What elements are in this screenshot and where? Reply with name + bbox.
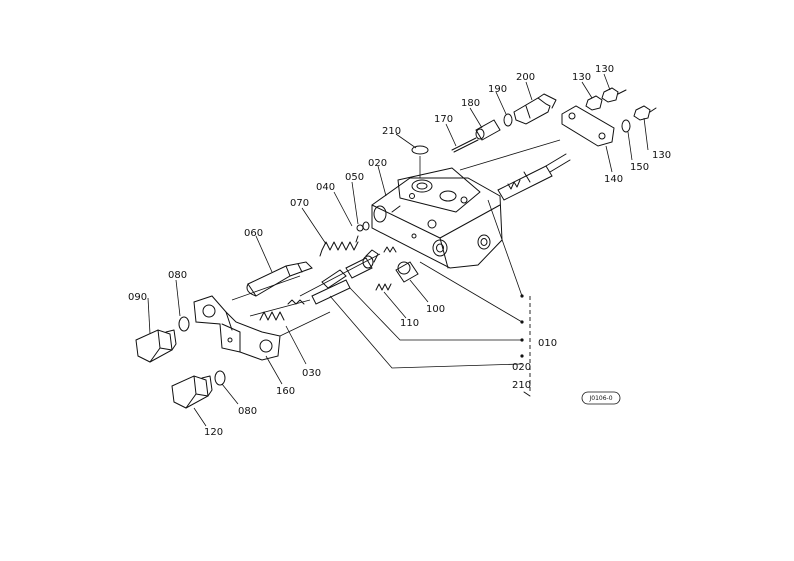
label-090: 090	[128, 292, 147, 303]
label-070: 070	[290, 198, 309, 209]
small-spring	[383, 246, 397, 253]
label-110: 110	[400, 318, 419, 329]
part-200-fitting	[513, 93, 557, 125]
label-150: 150	[630, 162, 649, 173]
label-190: 190	[488, 84, 507, 95]
label-120: 120	[204, 427, 223, 438]
part-spool	[311, 249, 379, 305]
label-010: 010	[538, 338, 557, 349]
label-180: 180	[461, 98, 480, 109]
relief-valve-assembly	[497, 153, 571, 201]
label-080-lower: 080	[238, 406, 257, 417]
label-140: 140	[604, 174, 623, 185]
part-210-ring-top	[411, 145, 429, 155]
part-120-plug	[171, 375, 213, 409]
label-210-bottom: 210	[512, 380, 531, 391]
callout-leaders	[147, 73, 649, 427]
label-170: 170	[434, 114, 453, 125]
drawing-stamp: J0106-0	[581, 391, 621, 405]
part-190-ring	[503, 113, 513, 127]
label-050: 050	[345, 172, 364, 183]
part-100-cap	[395, 261, 419, 283]
label-080-upper: 080	[168, 270, 187, 281]
assembly-leader-lines	[231, 139, 561, 397]
label-020-bottom: 020	[512, 362, 531, 373]
label-060: 060	[244, 228, 263, 239]
drawing-stamp-text: J0106-0	[588, 395, 612, 402]
part-080-oring-upper	[178, 316, 190, 332]
label-160: 160	[276, 386, 295, 397]
part-170-stud	[451, 137, 479, 153]
part-040-050-seat	[356, 221, 370, 232]
part-070-spring	[319, 235, 359, 257]
part-130-150-nuts	[585, 87, 657, 133]
part-060-poppet	[246, 261, 313, 297]
part-180-pin	[475, 119, 501, 141]
label-200: 200	[516, 72, 535, 83]
label-210-top: 210	[382, 126, 401, 137]
part-080-oring-lower	[214, 370, 226, 386]
label-040: 040	[316, 182, 335, 193]
valve-body	[371, 167, 503, 269]
part-110-spring	[375, 283, 392, 291]
label-130-b: 130	[595, 64, 614, 75]
label-130-c: 130	[652, 150, 671, 161]
label-030: 030	[302, 368, 321, 379]
part-090-plug	[135, 329, 177, 363]
label-100: 100	[426, 304, 445, 315]
label-020-top: 020	[368, 158, 387, 169]
part-160-bracket	[193, 295, 281, 361]
label-130-a: 130	[572, 72, 591, 83]
part-140-plate	[561, 105, 615, 147]
